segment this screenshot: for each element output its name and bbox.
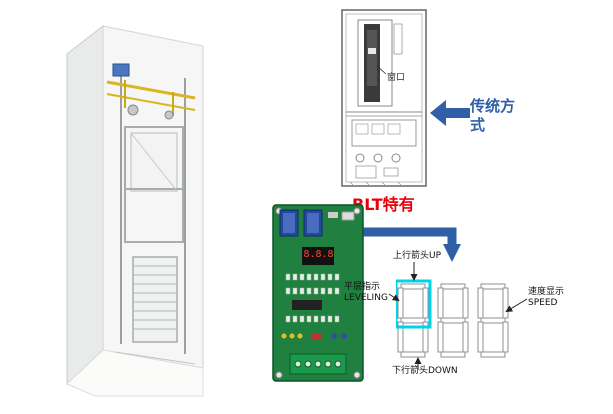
seven-segment-display-diagram <box>396 279 509 358</box>
speed-label-en: SPEED <box>528 297 558 308</box>
annotation-lines <box>388 262 528 370</box>
pulley <box>164 110 174 120</box>
down-arrow-label: 下行箭头DOWN <box>392 366 458 376</box>
elevator-shaft-illustration <box>66 24 204 397</box>
pulley <box>127 104 139 116</box>
yellow-beam <box>106 80 196 100</box>
counterweight <box>132 256 178 343</box>
pcb-led <box>281 333 287 339</box>
up-arrow-label: 上行箭头UP <box>393 251 442 261</box>
leveling-label-cn: 平层指示 <box>344 282 381 292</box>
panel-knob <box>355 153 365 163</box>
shaft-left-wall <box>66 24 104 386</box>
pcb-display-window <box>302 247 334 265</box>
yellow-beam <box>106 93 196 111</box>
window-label: 窗口 <box>387 73 406 83</box>
traditional-method-label: 传统方式 <box>470 97 516 134</box>
window-leader-line <box>376 65 387 75</box>
speed-label: 速度显示 SPEED <box>528 287 564 309</box>
leveling-label: 平层指示 LEVELING <box>344 282 388 304</box>
shaft-floor <box>66 349 204 397</box>
pcb-capacitor <box>331 333 337 339</box>
pcb-red-component <box>312 333 322 339</box>
pcb-pads <box>285 273 340 323</box>
leveling-leader <box>388 293 400 302</box>
digit-3 <box>477 283 509 358</box>
traditional-arrow-icon <box>430 100 470 126</box>
pcb-board-image <box>272 204 364 382</box>
pcb-led <box>289 333 295 339</box>
db-connector <box>303 209 323 237</box>
digit-1 <box>396 279 432 358</box>
cyan-highlight-box <box>396 279 432 329</box>
blt-exclusive-label: BLT特有 <box>352 195 415 214</box>
speed-leader <box>505 298 528 313</box>
panel-knob <box>391 153 401 163</box>
speed-label-cn: 速度显示 <box>528 287 565 297</box>
pcb-led <box>297 333 303 339</box>
machinery <box>106 63 196 365</box>
panel-lower-box <box>351 119 417 147</box>
car-frame <box>124 126 184 243</box>
pcb-capacitor <box>341 333 347 339</box>
db-connector <box>279 209 299 237</box>
pcb-display-value: 8.8.8 <box>303 249 334 260</box>
hoist-motor <box>112 63 130 77</box>
digit-2 <box>437 283 469 358</box>
leveling-label-en: LEVELING <box>344 292 388 303</box>
panel-knob <box>373 153 383 163</box>
pcb-ic-chip <box>292 300 322 310</box>
control-panel-drawing <box>341 9 427 187</box>
